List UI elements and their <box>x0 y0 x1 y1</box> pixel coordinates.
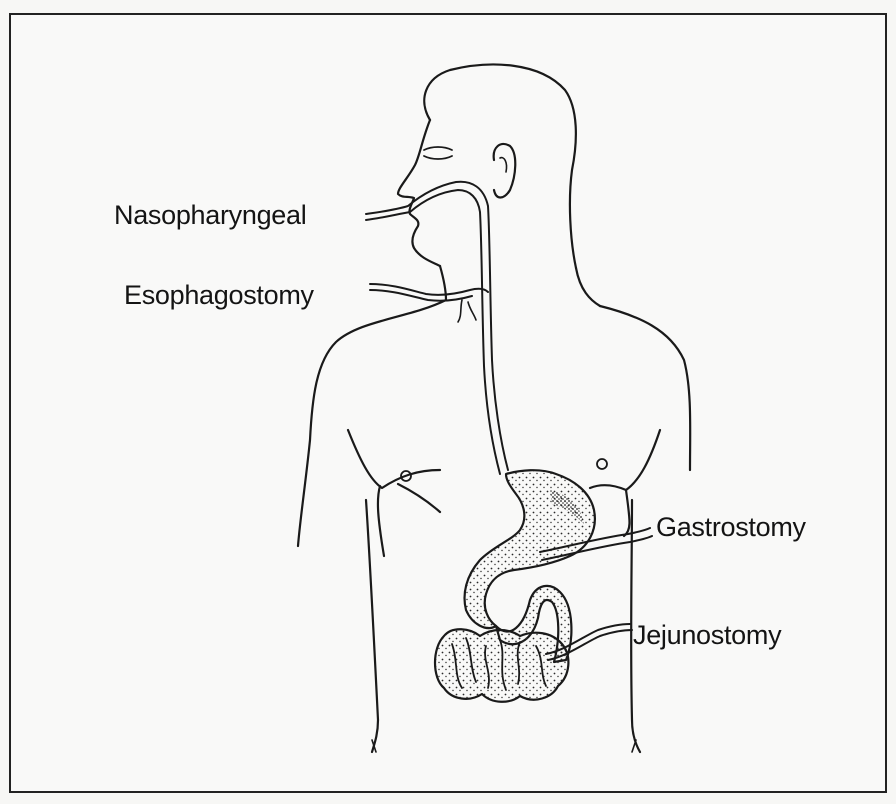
neck-back <box>576 268 600 306</box>
torso-left <box>366 500 378 752</box>
rib-line <box>378 486 384 556</box>
label-gastrostomy: Gastrostomy <box>656 512 806 543</box>
nasal-tube-inner <box>366 190 500 474</box>
label-nasopharyngeal: Nasopharyngeal <box>114 200 306 231</box>
nipple-right <box>597 459 607 469</box>
eye <box>424 147 452 159</box>
ear <box>494 144 516 198</box>
left-shoulder <box>298 300 446 546</box>
right-shoulder <box>600 306 690 470</box>
label-jejunostomy: Jejunostomy <box>633 620 781 651</box>
face-profile <box>398 120 440 266</box>
label-esophagostomy: Esophagostomy <box>124 280 314 311</box>
head-outline <box>424 65 576 268</box>
esophagostomy-tube <box>370 284 488 295</box>
chest-left <box>348 430 440 488</box>
nasal-tube-outer <box>366 182 508 470</box>
